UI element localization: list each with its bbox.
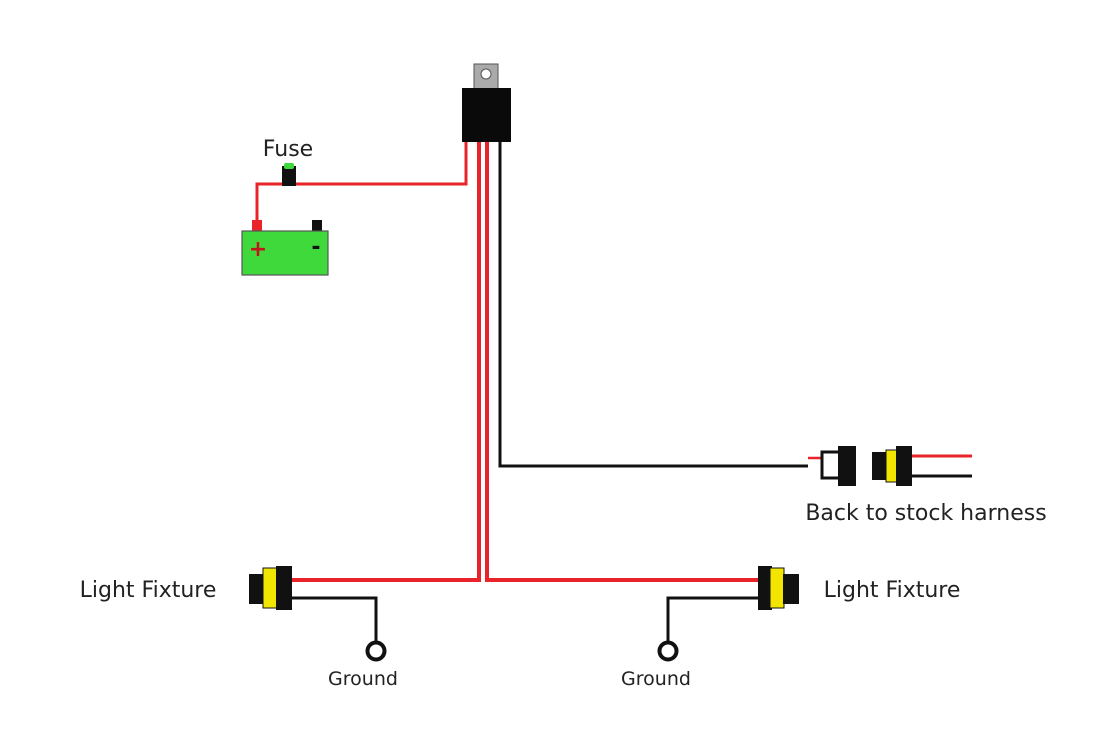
battery-plus-sign: +	[249, 237, 267, 262]
relay-body	[462, 88, 511, 142]
wire-right-ground	[666, 596, 758, 642]
ground-icon	[657, 640, 679, 662]
battery-body	[241, 230, 329, 276]
fuse-label: Fuse	[263, 137, 313, 162]
left-fixture-label: Light Fixture	[80, 578, 217, 603]
fuse-top	[284, 163, 294, 169]
fuse-icon	[282, 163, 296, 186]
left-ground-label: Ground	[328, 668, 398, 690]
wire-left-ground	[292, 596, 378, 642]
battery-minus-sign: -	[311, 235, 320, 260]
ground-icon	[365, 640, 387, 662]
battery-icon	[241, 220, 329, 276]
right-ground-label: Ground	[621, 668, 691, 690]
battery-positive-terminal	[252, 220, 262, 233]
wires	[255, 142, 972, 642]
wire-fuse-to-battery	[255, 182, 282, 222]
right-fixture-label: Light Fixture	[824, 578, 961, 603]
connector-icon	[758, 566, 799, 610]
connector-icon	[249, 566, 292, 610]
wire-relay-to-harness	[498, 142, 808, 468]
relay-icon	[462, 63, 511, 142]
wire-relay-to-fuse	[296, 142, 468, 186]
harness-label: Back to stock harness	[805, 501, 1046, 526]
battery-negative-terminal	[312, 220, 322, 233]
connector-icon	[820, 446, 912, 486]
